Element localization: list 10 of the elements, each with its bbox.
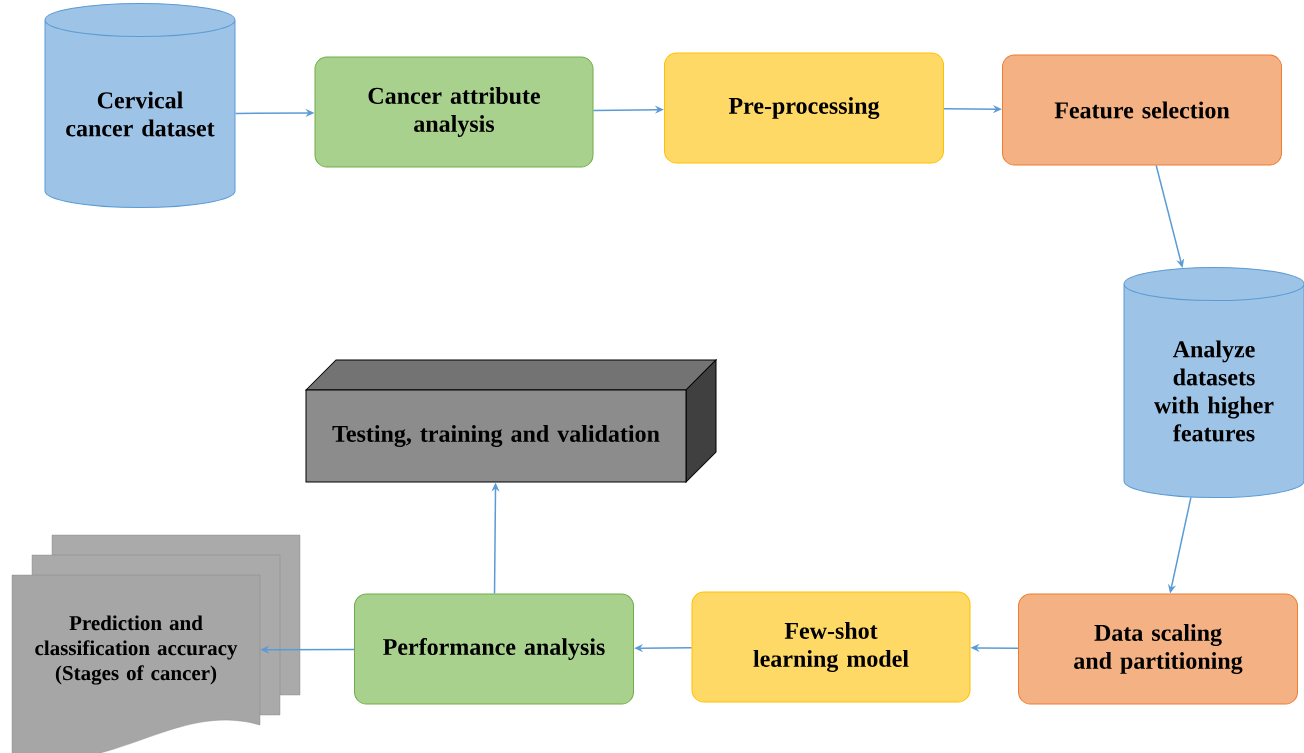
database-cylinder: Cervical cancer dataset xyxy=(44,3,236,208)
process-box: Feature selection xyxy=(1002,54,1282,166)
process-box: Data scaling and partitioning xyxy=(1018,593,1298,705)
database-cylinder: Analyze datasets with higher features xyxy=(1123,267,1304,498)
process-box: Pre-processing xyxy=(664,52,944,164)
process-box: Cancer attribute analysis xyxy=(314,56,594,168)
document-stack: Prediction and classification accuracy (Stages of cancer) xyxy=(11,534,301,753)
process-box: Performance analysis xyxy=(354,593,634,705)
process-box: Few-shot learning model xyxy=(691,591,971,703)
cuboid-box: Testing, training and validation xyxy=(305,359,717,483)
